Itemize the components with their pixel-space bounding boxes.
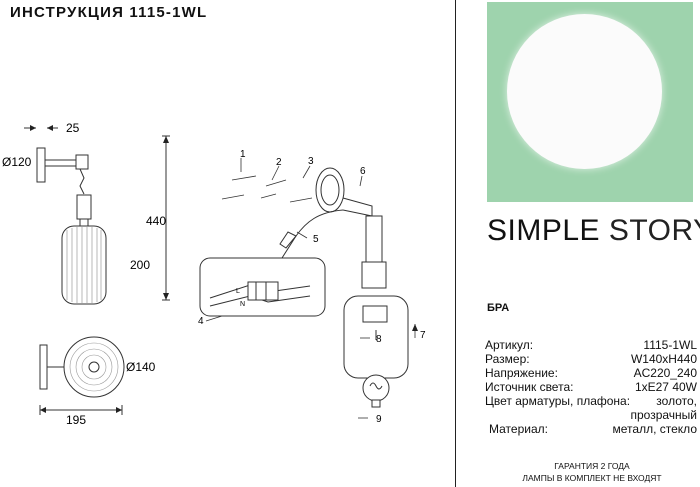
product-category: БРА <box>487 302 510 314</box>
side-view-drawing <box>36 147 107 305</box>
brand-logo: SIMPLE STORY <box>487 214 700 248</box>
spec-value: 1xE27 40W <box>634 380 697 394</box>
product-photo <box>487 2 693 202</box>
dim-projection: 25 <box>66 121 80 135</box>
spec-label: Артикул: <box>485 338 534 352</box>
assembly-drawing <box>199 167 409 408</box>
spec-label: Напряжение: <box>485 366 558 380</box>
dim-shade-diameter: Ø140 <box>126 360 156 374</box>
spec-value: AC220_240 <box>633 366 697 380</box>
dim-width: 195 <box>66 413 86 427</box>
document-title: ИНСТРУКЦИЯ 1115-1WL <box>10 4 208 21</box>
spec-value: металл, стекло <box>612 422 697 436</box>
step-4: 4 <box>198 316 204 327</box>
spec-value: W140xH440 <box>630 352 697 366</box>
spec-value: золото, <box>656 394 697 408</box>
spec-value: 1115-1WL <box>643 338 697 352</box>
technical-drawing: 25 Ø120 440 200 Ø140 195 1 2 3 4 5 6 7 8… <box>2 121 426 427</box>
step-5: 5 <box>313 234 319 245</box>
front-view-drawing <box>39 336 125 398</box>
step-9: 9 <box>376 414 382 425</box>
brand-word-simple: SIMPLE <box>487 214 601 247</box>
step-8: 8 <box>376 334 382 345</box>
step-2: 2 <box>276 157 282 168</box>
wire-label-l: L <box>236 288 240 295</box>
step-1: 1 <box>240 149 246 160</box>
glass-shade-image <box>507 14 662 169</box>
brand-word-story: STORY <box>608 214 700 247</box>
dim-shade-height: 200 <box>130 258 150 272</box>
bulbs-not-included-text: ЛАМПЫ В КОМПЛЕКТ НЕ ВХОДЯТ <box>522 473 662 483</box>
wire-label-n: N <box>240 301 245 308</box>
warranty-text: ГАРАНТИЯ 2 ГОДА <box>554 461 630 471</box>
spec-label: Цвет арматуры, плафона: <box>485 394 631 408</box>
spec-label: Материал: <box>489 422 548 436</box>
step-7: 7 <box>420 330 426 341</box>
dim-height: 440 <box>146 214 166 228</box>
dim-base-diameter: Ø120 <box>2 155 32 169</box>
vertical-divider <box>455 0 456 487</box>
step-6: 6 <box>360 166 366 177</box>
step-3: 3 <box>308 156 314 167</box>
spec-label: Размер: <box>485 352 530 366</box>
product-info-panel: SIMPLE STORY БРА Артикул: 1115-1WL Разме… <box>455 0 700 487</box>
footer-note: ГАРАНТИЯ 2 ГОДА ЛАМПЫ В КОМПЛЕКТ НЕ ВХОД… <box>487 460 697 484</box>
spec-value: прозрачный <box>630 408 697 422</box>
spec-label: Источник света: <box>485 380 574 394</box>
